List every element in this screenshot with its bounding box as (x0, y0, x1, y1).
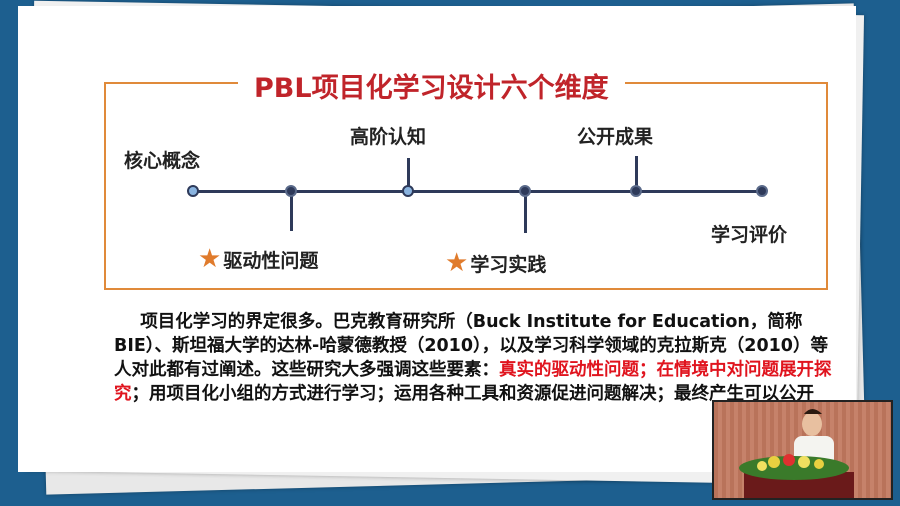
paragraph-text: 项目化学习的界定很多。巴克教育研究所（Buck Institute for Ed… (114, 312, 828, 380)
slide: PBL项目化学习设计六个维度 核心概念 ★驱动性问题 高阶认知 ★学习实践 公开… (18, 6, 856, 472)
timeline-node (630, 185, 642, 197)
dimension-label: 学习实践 (470, 254, 547, 276)
timeline-node (402, 185, 414, 197)
star-icon: ★ (198, 244, 222, 274)
body-paragraph: 项目化学习的界定很多。巴克教育研究所（Buck Institute for Ed… (114, 310, 834, 406)
timeline-line (193, 190, 762, 193)
star-icon: ★ (445, 248, 469, 278)
timeline-node (187, 185, 199, 197)
speaker-image (739, 409, 854, 498)
speaker-video-overlay[interactable] (712, 400, 893, 500)
dimension-label: 高阶认知 (350, 126, 427, 148)
timeline-stem (290, 191, 293, 231)
highlighted-text: 真实的驱动性问题；在情境中对问题展开探究 (114, 360, 832, 404)
timeline-stem (407, 158, 410, 192)
paragraph-text: ；用项目化小组的方式进行学习；运用各种工具和资源促进问题解决；最终产生可以公开 (131, 384, 815, 404)
dimension-label: 驱动性问题 (223, 250, 319, 272)
dimension-item: ★学习实践 (445, 248, 546, 278)
slide-title: PBL项目化学习设计六个维度 (238, 66, 625, 105)
dimension-label: 学习评价 (711, 224, 788, 246)
dimension-item: ★驱动性问题 (198, 244, 318, 274)
timeline-stem (635, 156, 638, 192)
timeline-stem (524, 191, 527, 233)
dimension-label: 核心概念 (124, 150, 201, 172)
timeline-node (519, 185, 531, 197)
timeline-node (756, 185, 768, 197)
timeline-node (285, 185, 297, 197)
dimension-label: 公开成果 (577, 126, 654, 148)
